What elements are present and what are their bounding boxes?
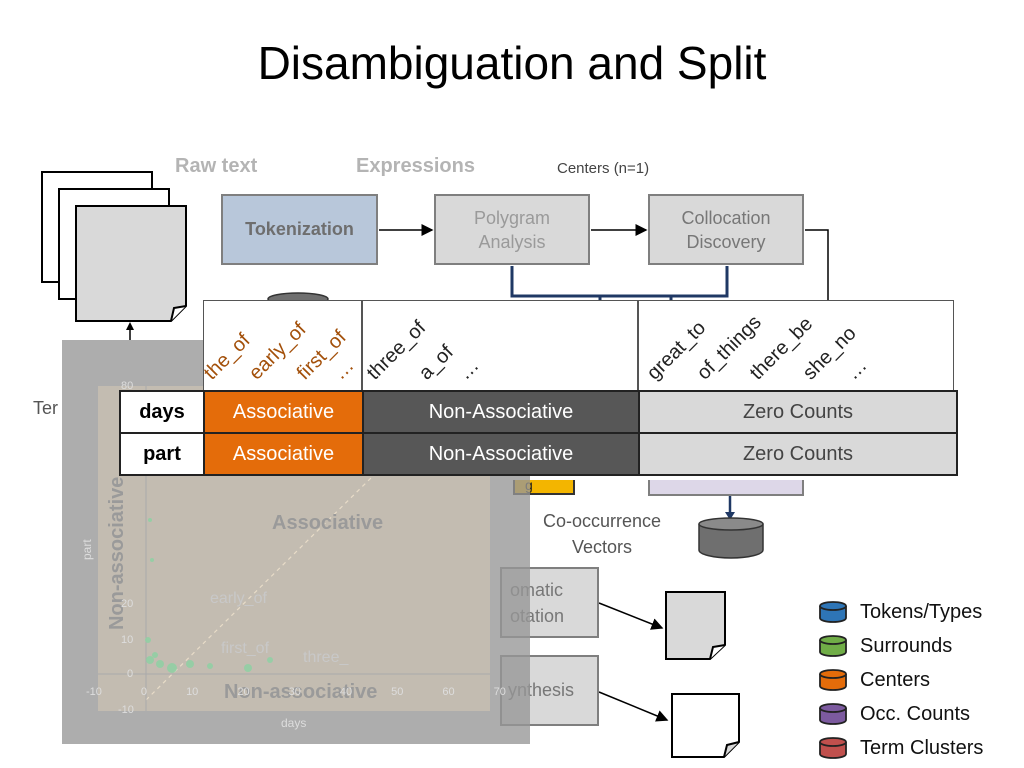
database-icon (819, 669, 847, 691)
zero-counts-cell: Zero Counts (638, 390, 958, 434)
zero-counts-cell: Zero Counts (638, 432, 958, 476)
associative-cell: Associative (203, 390, 364, 434)
row-label: part (119, 432, 205, 476)
x-tick: 0 (140, 686, 148, 698)
database-icon (819, 601, 847, 623)
raw-text-label: Raw text (175, 155, 258, 177)
y-axis-label: part (80, 539, 94, 560)
database-icon (819, 703, 847, 725)
y-tick: 20 (121, 598, 134, 610)
table-row: part Associative Non-Associative Zero Co… (119, 432, 958, 476)
x-tick: -10 (86, 686, 102, 698)
tokenization-box[interactable]: Tokenization (221, 194, 378, 265)
point-label: early_of (210, 590, 267, 607)
y-tick: 0 (127, 668, 134, 680)
center-headers-box (203, 300, 362, 390)
x-tick: 60 (442, 686, 455, 698)
legend-item: Surrounds (818, 634, 952, 658)
y-tick: 80 (121, 380, 134, 392)
association-table: days Associative Non-Associative Zero Co… (119, 390, 958, 476)
documents-stack-icon (41, 171, 187, 322)
x-tick: 20 (237, 686, 250, 698)
scatter-points (145, 518, 273, 673)
legend-item: Tokens/Types (818, 600, 982, 624)
document-icon (665, 591, 726, 660)
legend-item: Centers (818, 668, 930, 692)
non-associative-cell: Non-Associative (362, 390, 640, 434)
non-associative-region-label: Non-associative (224, 681, 378, 703)
mid-headers-box (362, 300, 638, 390)
x-tick: 10 (186, 686, 199, 698)
table-row: days Associative Non-Associative Zero Co… (119, 390, 958, 434)
database-icon (819, 635, 847, 657)
y-tick: -10 (118, 704, 134, 716)
x-tick: 50 (391, 686, 404, 698)
row-label: days (119, 390, 205, 434)
centers-label: Centers (n=1) (557, 160, 650, 177)
x-tick: 40 (339, 686, 353, 698)
database-icon (698, 517, 764, 559)
expressions-label: Expressions (356, 155, 475, 177)
y-tick: 10 (121, 634, 134, 646)
associative-region-label: Associative (272, 512, 384, 534)
associative-cell: Associative (203, 432, 364, 476)
ter-fragment: Ter (33, 398, 59, 418)
legend-item: Term Clusters (818, 736, 983, 760)
non-associative-cell: Non-Associative (362, 432, 640, 476)
occ-counts-box-partial (648, 480, 804, 496)
x-tick: 70 (493, 686, 506, 698)
x-tick: 30 (288, 686, 301, 698)
document-icon (671, 693, 740, 758)
zero-headers-box (638, 300, 954, 390)
x-axis-ticks: -10 0 10 20 30 40 50 60 70 (86, 686, 506, 698)
legend-item: Occ. Counts (818, 702, 970, 726)
page-title: Disambiguation and Split (257, 37, 767, 89)
point-label: first_of (221, 640, 270, 657)
point-label: three_ (303, 649, 349, 666)
database-icon (819, 737, 847, 759)
x-axis-label: days (281, 716, 307, 730)
